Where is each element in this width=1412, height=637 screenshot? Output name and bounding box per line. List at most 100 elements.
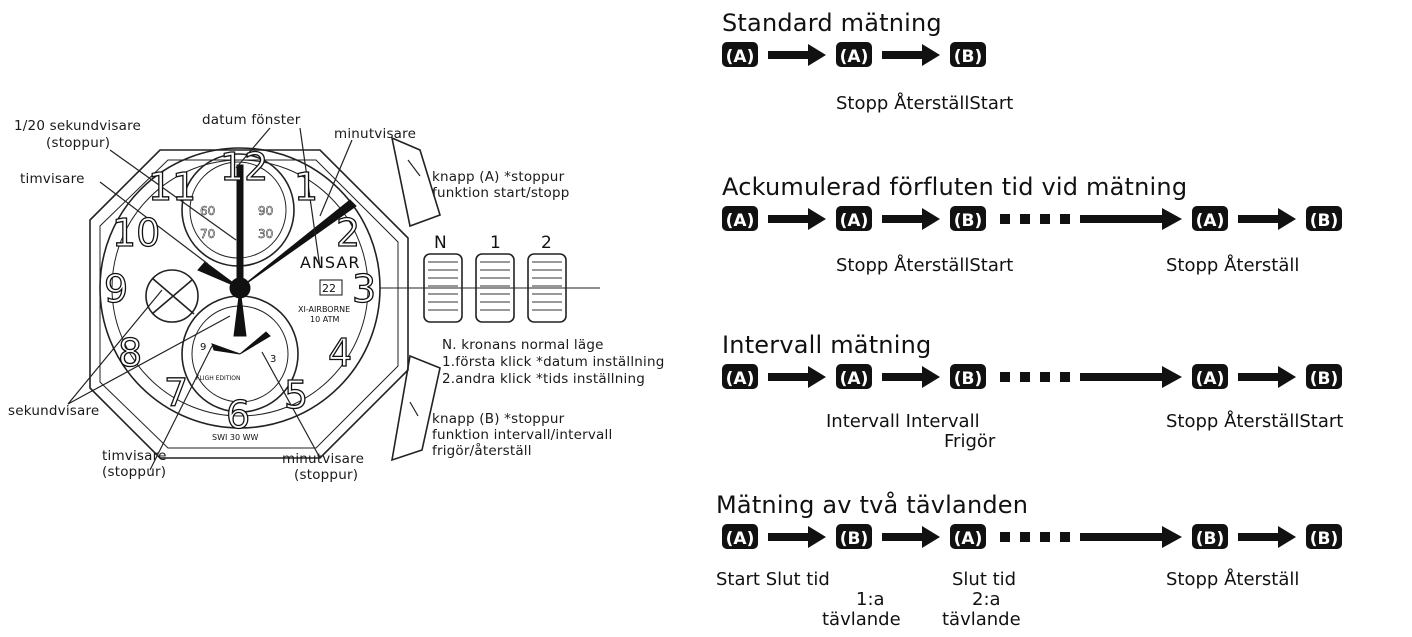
caption-ackumulerad-right: Stopp Återställ [1166, 255, 1300, 276]
label-crown-2: 2.andra klick *tids inställning [442, 371, 645, 387]
key-a: (A) [950, 524, 986, 549]
label-knapp-a-2: funktion start/stopp [432, 185, 570, 201]
dotted-arrow-icon [1000, 365, 1182, 388]
crown-label-2: 2 [541, 233, 552, 253]
key-a: (A) [722, 42, 758, 67]
label-crown-1: 1.första klick *datum inställning [442, 354, 665, 370]
key-b: (B) [950, 42, 986, 67]
caption-intervall-right: Stopp ÅterställStart [1166, 411, 1344, 432]
numeral-11: 11 [148, 165, 196, 209]
caption-tva-2-sub2: tävlande [942, 609, 1021, 630]
key-b: (B) [1306, 364, 1342, 389]
watch-diagram: 12 1 2 3 4 5 6 7 8 9 10 11 ANSAR XI-AIRB… [67, 127, 600, 471]
svg-text:60: 60 [200, 204, 215, 218]
caption-ackumulerad-left: Stopp ÅterställStart [836, 255, 1014, 276]
key-b: (B) [950, 206, 986, 231]
key-a: (A) [722, 364, 758, 389]
arrow-icon [882, 43, 940, 66]
arrow-icon [768, 525, 826, 548]
caption-intervall-left-sub: Frigör [944, 431, 996, 452]
seq-standard: (A) (A) (B) [722, 42, 986, 67]
numeral-9: 9 [104, 267, 128, 311]
caption-tva-1-sub1: 1:a [856, 589, 885, 610]
label-sekund-20: 1/20 sekundvisare [14, 118, 142, 134]
key-a: (A) [1192, 206, 1228, 231]
key-a: (A) [1192, 364, 1228, 389]
bottom-text: SWI 30 WW [212, 433, 259, 442]
caption-tva-1-sub2: tävlande [822, 609, 901, 630]
caption-intervall-left: Intervall Intervall [826, 411, 980, 432]
label-timvisare-stop: timvisare [102, 448, 167, 464]
label-knapp-b-3: frigör/återställ [432, 443, 532, 459]
caption-tva-right: Stopp Återställ [1166, 569, 1300, 590]
numeral-2: 2 [336, 211, 360, 255]
caption-tva-2: Slut tid [952, 569, 1017, 590]
left-subdial [145, 269, 199, 323]
dotted-arrow-icon [1000, 207, 1182, 230]
numeral-6: 6 [226, 393, 250, 437]
title-ackumulerad: Ackumulerad förfluten tid vid mätning [722, 173, 1188, 201]
arrow-icon [882, 525, 940, 548]
minute-hand [239, 199, 357, 289]
label-knapp-a-1: knapp (A) *stoppur [432, 169, 565, 185]
arrow-icon [882, 365, 940, 388]
hour-hand [197, 261, 241, 289]
svg-text:70: 70 [200, 227, 215, 241]
svg-text:9: 9 [200, 342, 206, 353]
numeral-8: 8 [118, 331, 142, 375]
crown-1 [475, 253, 515, 323]
seq-ackumulerad: (A) (A) (B) (A) (B) [722, 206, 1342, 231]
arrow-icon [768, 43, 826, 66]
arrow-icon [768, 207, 826, 230]
date-value: 22 [322, 282, 336, 295]
title-tva: Mätning av två tävlanden [716, 491, 1029, 519]
key-b: (B) [1306, 206, 1342, 231]
arrow-icon [768, 365, 826, 388]
crown-label-n: N [434, 233, 447, 253]
key-b: (B) [1306, 524, 1342, 549]
svg-text:90: 90 [258, 204, 273, 218]
arrow-icon [1238, 525, 1296, 548]
numeral-7: 7 [164, 371, 188, 415]
key-a: (A) [836, 42, 872, 67]
numeral-5: 5 [284, 373, 308, 417]
crown-label-1: 1 [490, 233, 501, 253]
label-knapp-b-1: knapp (B) *stoppur [432, 411, 565, 427]
crown-2 [527, 253, 567, 323]
label-minutvisare: minutvisare [334, 126, 417, 142]
title-intervall: Intervall mätning [722, 331, 932, 359]
key-a: (A) [836, 364, 872, 389]
pusher-a [390, 136, 441, 228]
watch-hands [197, 164, 357, 355]
seq-intervall: (A) (A) (B) (A) (B) [722, 364, 1342, 389]
label-sekundvisare: sekundvisare [8, 403, 100, 419]
dotted-arrow-icon [1000, 525, 1182, 548]
arrow-icon [1238, 365, 1296, 388]
pusher-b [390, 354, 441, 462]
svg-text:30: 30 [258, 227, 273, 241]
caption-tva-2-sub1: 2:a [972, 589, 1001, 610]
watch-model: XI-AIRBORNE [298, 305, 350, 314]
svg-text:3: 3 [270, 354, 276, 365]
edition-text: FLIGH EDITION [196, 375, 240, 382]
label-minutvisare-stop-sub: (stoppur) [294, 467, 359, 483]
key-a: (A) [722, 524, 758, 549]
caption-standard: Stopp ÅterställStart [836, 93, 1014, 114]
arrow-icon [882, 207, 940, 230]
seq-tva: (A) (B) (A) (B) (B) [722, 524, 1342, 549]
label-timvisare: timvisare [20, 171, 85, 187]
key-b: (B) [1192, 524, 1228, 549]
crown-n [423, 253, 463, 323]
label-minutvisare-stop: minutvisare [282, 451, 365, 467]
numeral-3: 3 [352, 267, 376, 311]
title-standard: Standard mätning [722, 9, 942, 37]
arrow-icon [1238, 207, 1296, 230]
label-timvisare-stop-sub: (stoppur) [102, 464, 167, 480]
key-b: (B) [950, 364, 986, 389]
label-sekund-20-sub: (stoppur) [46, 135, 111, 151]
key-a: (A) [722, 206, 758, 231]
watch-water: 10 ATM [310, 315, 339, 324]
watch-brand: ANSAR [300, 253, 360, 272]
key-a: (A) [836, 206, 872, 231]
label-datum: datum fönster [202, 112, 301, 128]
